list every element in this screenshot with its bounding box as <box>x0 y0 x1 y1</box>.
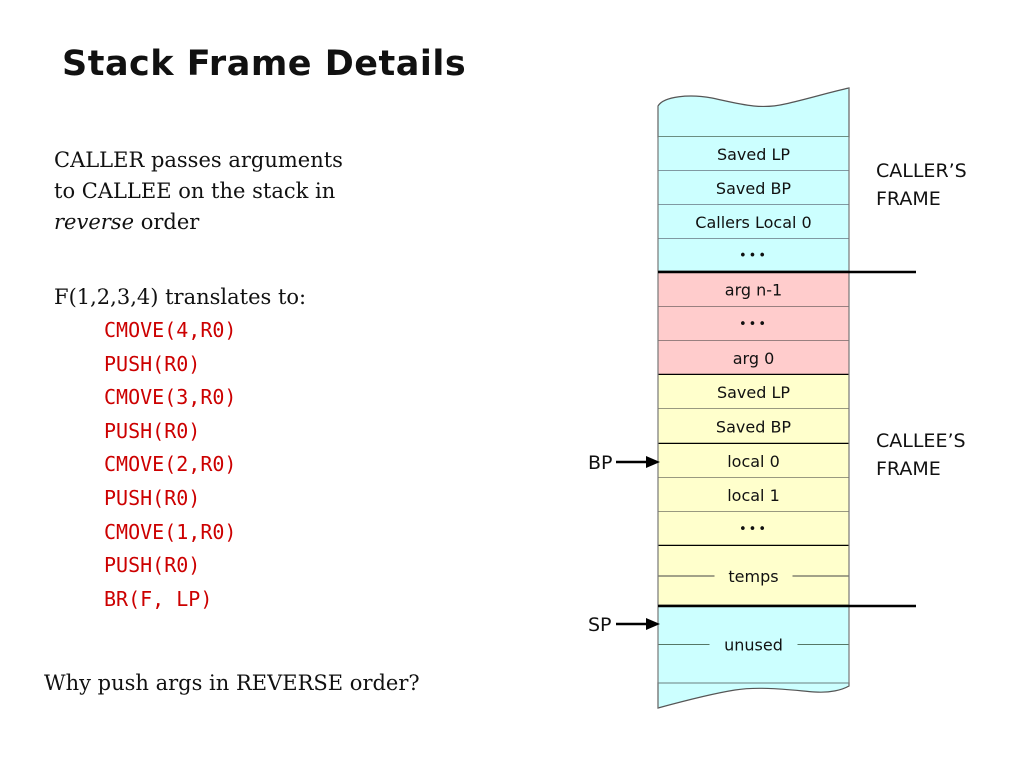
stack-cell-label: Saved BP <box>716 179 791 198</box>
stack-cell-label: arg 0 <box>733 349 775 368</box>
stack-cell-label: Callers Local 0 <box>695 213 811 232</box>
stack-cell <box>658 444 849 478</box>
question-text: Why push args in REVERSE order? <box>44 671 420 695</box>
code-line: PUSH(R0) <box>104 351 201 376</box>
code-line: PUSH(R0) <box>104 485 201 510</box>
stack-cell-label: temps <box>728 567 778 586</box>
code-line: CMOVE(4,R0) <box>104 318 237 342</box>
code-line: PUSH(R0) <box>104 418 201 443</box>
stack-bottom-cap <box>657 682 850 709</box>
sp-arrow-icon <box>646 618 660 630</box>
translation-label: F(1,2,3,4) translates to: <box>54 285 307 309</box>
stack-cell-label: ••• <box>739 249 768 264</box>
intro-line-3: reverse order <box>54 207 343 238</box>
intro-line-1: CALLER passes arguments <box>54 148 343 172</box>
stack-cell-label: ••• <box>739 317 768 332</box>
callee-frame-label-line2: FRAME <box>876 458 941 480</box>
stack-cell-label: local 1 <box>727 486 780 505</box>
code-line: BR(F, LP) <box>104 586 213 611</box>
stack-cell <box>658 239 849 272</box>
stack-cell <box>658 341 849 375</box>
stack-cell <box>658 512 849 546</box>
callee-frame-label-line1: CALLEE’S <box>876 430 966 452</box>
stack-cell <box>658 478 849 512</box>
intro-line-2: to CALLEE on the stack in <box>54 179 336 203</box>
code-line: CMOVE(1,R0) <box>104 519 237 544</box>
stack-cell-label: local 0 <box>727 452 780 471</box>
stack-cells: Saved LP Saved BP Callers Local 0 ••• arg n-… <box>658 137 849 683</box>
slide-title: Stack Frame Details <box>62 44 467 84</box>
stack-cell <box>658 272 849 307</box>
intro-text: CALLER passes arguments to CALLEE on the… <box>54 145 343 238</box>
caller-frame-label-line2: FRAME <box>876 188 941 210</box>
intro-line-3-rest: order <box>134 210 200 234</box>
sp-label: SP <box>588 614 612 636</box>
stack-cell-label: Saved LP <box>717 145 790 164</box>
code-line: PUSH(R0) <box>104 553 201 578</box>
stack-cell-label: Saved BP <box>716 418 791 437</box>
stack-cell <box>658 375 849 409</box>
code-line: CMOVE(2,R0) <box>104 452 237 477</box>
stack-cell-label: ••• <box>739 522 768 537</box>
bp-arrow-icon <box>646 456 660 468</box>
stack-top-cap <box>657 87 850 138</box>
code-block: CMOVE(4,R0) PUSH(R0) CMOVE(3,R0) PUSH(R0… <box>104 314 236 616</box>
stack-cell <box>658 171 849 205</box>
intro-emphasis: reverse <box>54 210 135 234</box>
caller-frame-label-line1: CALLER’S <box>876 160 967 182</box>
stack-cell <box>658 205 849 239</box>
stack-cell-label: arg n-1 <box>725 281 782 300</box>
code-line: CMOVE(3,R0) <box>104 385 237 410</box>
stack-cell-label: unused <box>724 636 783 655</box>
stack-cell <box>658 409 849 444</box>
stack-cell <box>658 307 849 341</box>
stack-cell-label: Saved LP <box>717 383 790 402</box>
stack-cell <box>658 137 849 171</box>
bp-label: BP <box>588 452 613 474</box>
